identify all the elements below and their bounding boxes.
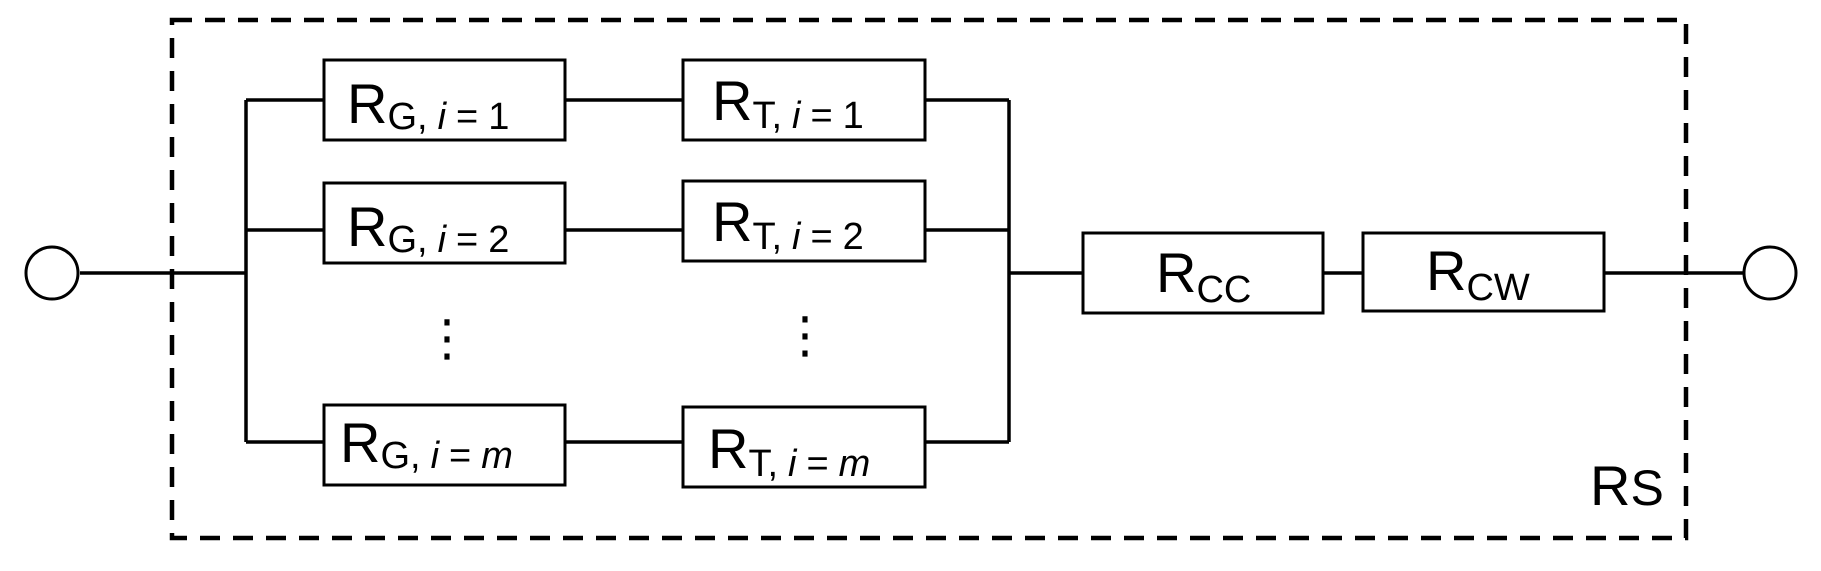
- right-terminal: [1742, 245, 1798, 301]
- label-rg-1: RG,i=1: [347, 72, 509, 138]
- resistor-rg-m: [322, 403, 567, 487]
- resistor-rg-2: [322, 181, 567, 265]
- resistor-rcc: [1081, 231, 1325, 315]
- resistor-rt-2: [681, 179, 927, 263]
- label-rcw: RCW: [1426, 239, 1530, 309]
- resistor-rcw: [1361, 231, 1606, 313]
- label-rt-2: RT,i=2: [712, 190, 864, 258]
- label-rt-m: RT,i=m: [708, 417, 870, 485]
- label-rg-2: RG,i=2: [347, 195, 509, 261]
- ellipsis-rt: ⋮: [780, 306, 830, 364]
- label-rs: RS: [1590, 454, 1664, 517]
- label-rg-m: RG,i=m: [340, 411, 513, 477]
- left-terminal: [24, 245, 80, 301]
- resistor-rt-1: [681, 58, 927, 142]
- ellipsis-rg: ⋮: [422, 309, 472, 367]
- label-rcc: RCC: [1156, 241, 1251, 311]
- rs-dashed-boundary: [169, 17, 1689, 541]
- resistor-rt-m: [681, 405, 927, 489]
- resistor-rg-1: [322, 58, 567, 142]
- label-rt-1: RT,i=1: [712, 69, 864, 137]
